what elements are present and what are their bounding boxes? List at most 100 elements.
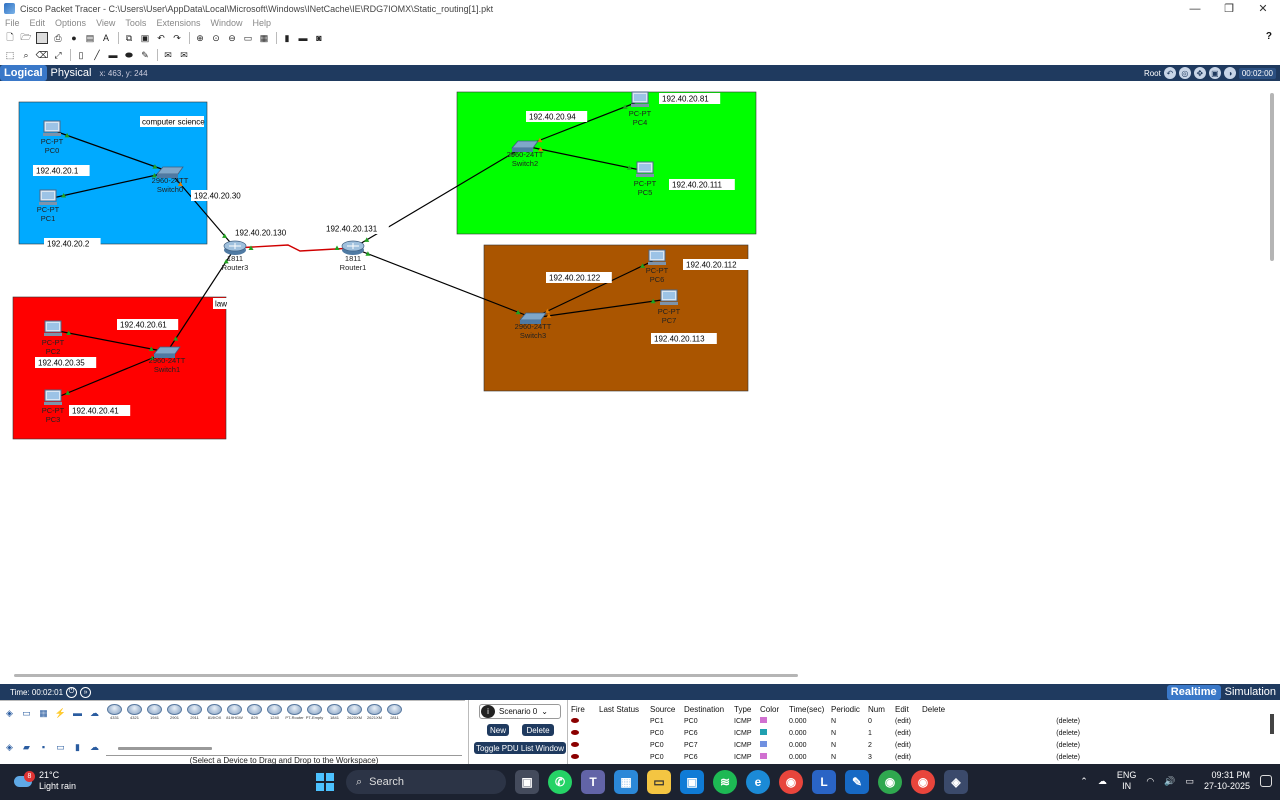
pdu-fire[interactable] <box>569 751 597 763</box>
volume-icon[interactable]: 🔊 <box>1164 775 1176 786</box>
task-view-icon[interactable]: ▣ <box>515 770 539 794</box>
menu-edit[interactable]: Edit <box>29 18 46 28</box>
pdu-fire[interactable] <box>569 715 597 727</box>
new-file-icon[interactable]: 🗋 <box>6 32 14 42</box>
file-explorer-icon[interactable]: ▭ <box>647 770 671 794</box>
device-item[interactable]: 2620XM <box>346 704 363 724</box>
device-item[interactable]: 4331 <box>106 704 123 724</box>
device-item[interactable]: 829 <box>246 704 263 724</box>
back-icon[interactable]: ↶ <box>1163 67 1176 79</box>
network-info-icon[interactable]: ▤ <box>85 32 95 43</box>
language-indicator[interactable]: ENG IN <box>1117 770 1137 792</box>
inspect-tool-icon[interactable]: ⌕ <box>23 49 29 60</box>
redo-icon[interactable]: ↷ <box>173 32 181 43</box>
battery-icon[interactable]: ▭ <box>1185 775 1194 786</box>
draw-line-icon[interactable]: ╱ <box>94 49 100 60</box>
link-pc3-sw1[interactable] <box>52 351 168 400</box>
select-tool-icon[interactable]: ⬚ <box>5 49 15 60</box>
save-icon[interactable] <box>36 32 48 44</box>
pdu-delete-link[interactable]: (delete) <box>1056 741 1080 749</box>
info-icon[interactable]: i <box>481 705 495 718</box>
pdu-edit-link[interactable]: (edit) <box>895 741 911 749</box>
menu-file[interactable]: File <box>5 18 20 28</box>
freeform-icon[interactable]: ✎ <box>141 49 149 60</box>
windows-start-icon[interactable] <box>316 773 334 791</box>
link-r3-sw1[interactable] <box>166 247 236 353</box>
draw-rectangle-icon[interactable]: ▬ <box>108 50 118 60</box>
new-cluster-icon[interactable]: ◎ <box>1178 67 1191 79</box>
taskbar-clock[interactable]: 09:31 PM 27-10-2025 <box>1204 770 1250 792</box>
fast-forward-icon[interactable]: » <box>80 686 92 698</box>
connections-icon[interactable]: ⚡ <box>54 707 67 718</box>
device-item[interactable]: 2811 <box>386 704 403 724</box>
pdu-delete-link[interactable]: (delete) <box>1056 753 1080 761</box>
device-item[interactable]: 819HGW <box>226 704 243 724</box>
close-button[interactable]: ✕ <box>1258 3 1268 15</box>
pdu-fire[interactable] <box>569 739 597 751</box>
security-icon[interactable]: ▮ <box>75 741 80 752</box>
notification-icon[interactable] <box>1260 775 1272 787</box>
taskbar-search[interactable]: ⌕ Search <box>346 770 506 794</box>
menu-view[interactable]: View <box>96 18 116 28</box>
paste-icon[interactable]: ▣ <box>140 32 150 43</box>
zoom-out-icon[interactable]: ⊖ <box>228 32 236 43</box>
resize-shape-icon[interactable]: ⤢ <box>54 49 62 60</box>
ipc-icon[interactable]: ▮ <box>284 32 290 43</box>
delete-tool-icon[interactable]: ⌫ <box>35 49 49 60</box>
calendar-icon[interactable]: ▦ <box>614 770 638 794</box>
menu-extensions[interactable]: Extensions <box>156 18 201 28</box>
edge-icon[interactable]: e <box>746 770 770 794</box>
device-item[interactable]: 1240 <box>266 704 283 724</box>
zoom-in-icon[interactable]: ⊕ <box>196 32 204 43</box>
tab-logical[interactable]: Logical <box>0 65 47 81</box>
whatsapp-icon[interactable]: ✆ <box>548 770 572 794</box>
device-item[interactable]: 2901 <box>166 704 183 724</box>
routers-icon[interactable]: ◈ <box>6 741 13 752</box>
draw-ellipse-icon[interactable]: ⬬ <box>125 49 133 60</box>
power-cycle-icon[interactable]: ⏻ <box>66 686 78 698</box>
misc-icon[interactable]: ▬ <box>73 708 82 718</box>
wireless-icon[interactable]: ▭ <box>56 741 65 752</box>
copy-icon[interactable]: ⧉ <box>125 32 133 43</box>
switches-icon[interactable]: ▰ <box>23 741 30 752</box>
device-item[interactable]: PT-Router <box>285 704 304 724</box>
pdu-delete-link[interactable]: (delete) <box>1056 717 1080 725</box>
zoom-reset-icon[interactable]: ⊙ <box>212 32 220 43</box>
spotify-icon[interactable]: ≋ <box>713 770 737 794</box>
device-item[interactable]: 4321 <box>126 704 143 724</box>
device-item[interactable]: 2911 <box>186 704 203 724</box>
viewport-icon[interactable]: ▬ <box>298 33 308 43</box>
device-item[interactable]: 2621XM <box>366 704 383 724</box>
set-tiled-background-icon[interactable]: ▣ <box>1208 67 1221 79</box>
drawing-palette-icon[interactable]: ▭ <box>243 32 253 43</box>
multiuser-icon[interactable]: ☁ <box>90 707 99 718</box>
move-object-icon[interactable]: ✥ <box>1193 67 1206 79</box>
activity-wizard-icon[interactable]: ● <box>71 33 77 43</box>
print-icon[interactable]: ⎙ <box>54 32 62 43</box>
add-complex-pdu-icon[interactable]: ✉ <box>180 49 188 60</box>
delete-scenario-button[interactable]: Delete <box>522 724 554 736</box>
device-item[interactable]: PT-Empty <box>306 704 323 724</box>
store-icon[interactable]: ▣ <box>680 770 704 794</box>
chrome-icon[interactable]: ◉ <box>779 770 803 794</box>
pdu-fire[interactable] <box>569 727 597 739</box>
network-devices-icon[interactable]: ◈ <box>6 707 13 718</box>
tab-physical[interactable]: Physical <box>50 67 92 79</box>
link-pc1-sw0[interactable] <box>47 171 171 200</box>
components-icon[interactable]: ▦ <box>39 707 48 718</box>
realtime-mode-button[interactable]: Realtime <box>1166 684 1221 700</box>
link-sw3-pc7[interactable] <box>532 298 670 319</box>
minimize-button[interactable]: — <box>1189 2 1201 15</box>
viewport-toggle-icon[interactable]: ◑ <box>1223 67 1236 79</box>
